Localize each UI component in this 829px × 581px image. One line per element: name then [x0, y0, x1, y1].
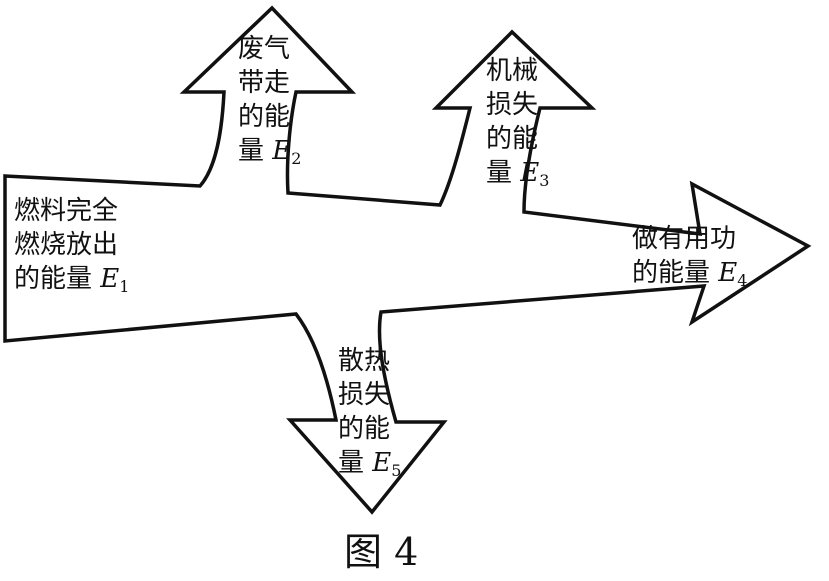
mechanical-line-4: 量 E3 [486, 156, 549, 198]
mechanical-symbol: E [520, 158, 540, 188]
exhaust-line-1: 废气 [238, 34, 291, 64]
exhaust-energy-label: 废气 带走 的能 量 E2 [238, 32, 301, 176]
heat-line-1: 散热 [338, 346, 391, 376]
heat-loss-label: 散热 损失 的能 量 E5 [338, 344, 401, 488]
mechanical-subscript: 3 [539, 171, 550, 190]
exhaust-line-4: 量 E2 [238, 134, 301, 176]
source-subscript: 1 [119, 277, 130, 296]
mechanical-line-2: 损失 [486, 90, 539, 120]
mechanical-line-3: 的能 [486, 124, 539, 154]
mechanical-line-1: 机械 [486, 56, 539, 86]
energy-flow-outline [3, 5, 812, 515]
exhaust-subscript: 2 [291, 149, 302, 168]
useful-line-2: 的能量 E4 [632, 256, 747, 298]
mechanical-loss-label: 机械 损失 的能 量 E3 [486, 54, 549, 198]
source-symbol: E [100, 264, 120, 294]
source-line-2: 燃烧放出 [14, 230, 119, 260]
heat-line-3: 的能 [338, 414, 391, 444]
exhaust-line-4-text: 量 [238, 136, 265, 166]
exhaust-line-3: 的能 [238, 102, 291, 132]
heat-subscript: 5 [391, 461, 402, 480]
source-line-3: 的能量 E1 [14, 262, 129, 304]
source-energy-label: 燃料完全 燃烧放出 的能量 E1 [14, 194, 129, 304]
useful-symbol: E [718, 258, 738, 288]
heat-symbol: E [372, 448, 392, 478]
source-line-1: 燃料完全 [14, 196, 119, 226]
useful-work-label: 做有用功 的能量 E4 [632, 222, 747, 298]
heat-line-4: 量 E5 [338, 446, 401, 488]
exhaust-line-2: 带走 [238, 68, 291, 98]
useful-line-1: 做有用功 [632, 224, 737, 254]
useful-subscript: 4 [737, 271, 748, 290]
heat-line-2: 损失 [338, 380, 391, 410]
useful-line-2-text: 的能量 [632, 258, 711, 288]
mechanical-line-4-text: 量 [486, 158, 513, 188]
heat-line-4-text: 量 [338, 448, 365, 478]
source-line-3-text: 的能量 [14, 264, 93, 294]
figure-caption: 图 4 [344, 530, 419, 574]
exhaust-symbol: E [272, 136, 292, 166]
